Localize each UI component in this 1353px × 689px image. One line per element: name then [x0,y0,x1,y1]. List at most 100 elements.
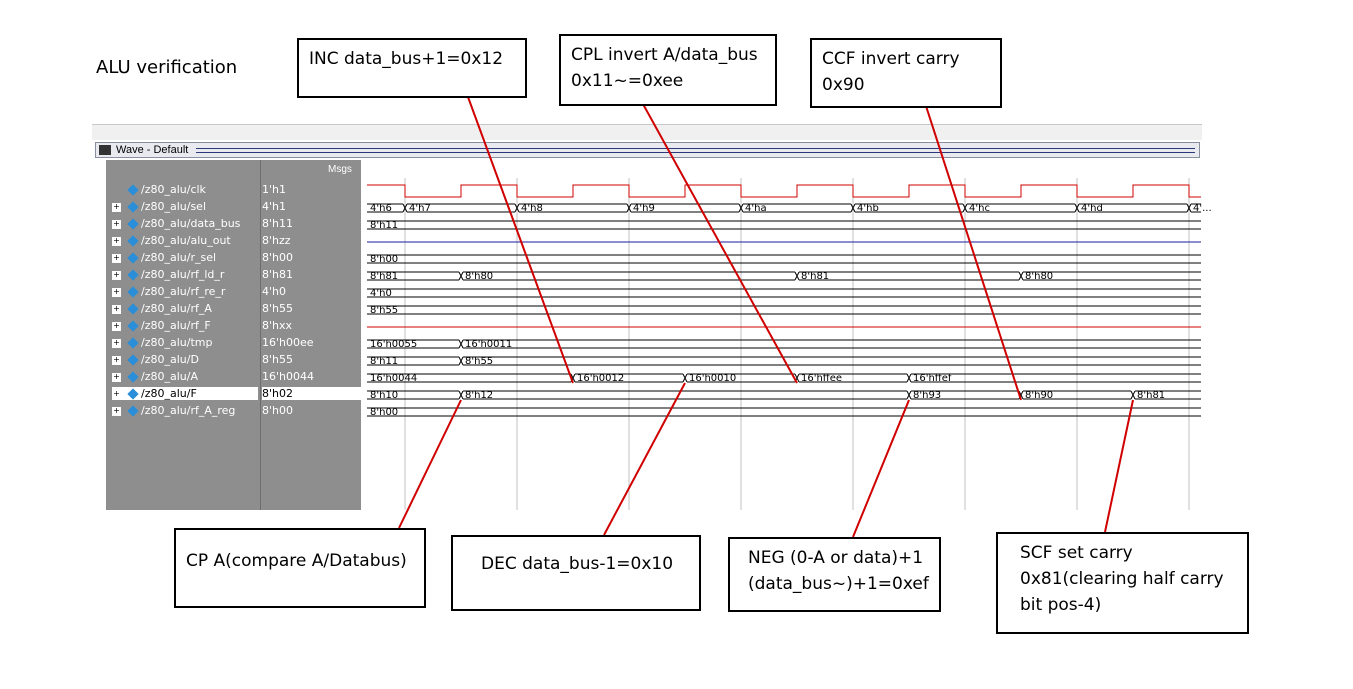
signal-name-D[interactable]: +/z80_alu/D [112,353,199,366]
signal-path: /z80_alu/rf_ld_r [141,268,225,281]
f-wave-edge [1130,390,1136,400]
signal-name-tmp[interactable]: + /z80_alu/tmp [112,336,212,349]
expand-icon[interactable]: + [112,303,121,314]
d-wave-label: 8'h55 [465,356,493,367]
expand-icon[interactable]: + [112,201,121,212]
sel-wave-edge [514,203,520,213]
d-wave-label: 8'h11 [370,356,398,367]
f-wave-label: 8'h12 [465,390,493,401]
annotation-cp: CP A(compare A/Databus) [174,528,426,608]
sel-wave-edge [962,203,968,213]
rf-ld-r-wave-edge [1018,271,1024,281]
signal-value-clk: 1'h1 [262,183,286,196]
annotation-dec: DEC data_bus-1=0x10 [451,535,701,611]
expand-icon[interactable]: + [112,218,121,229]
signal-value-rf_ld_r: 8'h81 [262,268,293,281]
sel-wave-label: 4'hd [1081,203,1103,214]
f-wave-label: 8'h90 [1025,390,1053,401]
expand-icon[interactable]: + [112,235,121,246]
signal-name-clk[interactable]: /z80_alu/clk [112,183,206,196]
signal-name-rf_A[interactable]: + /z80_alu/rf_A [112,302,212,315]
rf-a-wave-label: 8'h55 [370,305,398,316]
sel-wave-edge [738,203,744,213]
signal-path: /z80_alu/clk [141,183,206,196]
signal-value-D: 8'h55 [262,353,293,366]
signal-value-pane [260,160,361,510]
expand-icon[interactable]: + [112,354,121,365]
pointer-scf [1104,399,1134,533]
pointer-inc [467,96,574,384]
annotation-scf: SCF set carry 0x81(clearing half carry b… [996,532,1249,634]
r-sel-wave-label: 8'h00 [370,254,398,265]
tmp-wave-label: 16'h0011 [465,339,512,350]
signal-name-alu_out[interactable]: + /z80_alu/alu_out [112,234,231,247]
signal-name-data_bus[interactable]: + /z80_alu/data_bus [112,217,240,230]
a-wave-label: 16'hffef [913,373,952,384]
signal-name-A[interactable]: + /z80_alu/A [112,370,198,383]
expand-icon[interactable]: + [112,388,121,399]
f-wave-edge [906,390,912,400]
rf-ld-r-wave-label: 8'h81 [370,271,398,282]
tmp-wave-edge [458,339,464,349]
signal-name-sel[interactable]: +/z80_alu/sel [112,200,206,213]
wave-window-title: Wave - Default [116,144,189,156]
signal-path: /z80_alu/alu_out [141,234,231,247]
rf-ld-r-wave-label: 8'h81 [801,271,829,282]
signal-value-alu_out: 8'hzz [262,234,291,247]
value-column-header: Msgs [328,164,352,175]
signal-path: /z80_alu/tmp [141,336,213,349]
sel-wave-label: 4'ha [745,203,767,214]
clk-wave [367,184,1201,198]
signal-name-rf_re_r[interactable]: + /z80_alu/rf_re_r [112,285,225,298]
page-title: ALU verification [96,57,238,78]
signal-name-rf_F[interactable]: + /z80_alu/rf_F [112,319,211,332]
sel-wave-label: 4'h6 [370,203,392,214]
sel-wave-label: 4'h7 [409,203,431,214]
a-wave-label: 16'h0044 [370,373,417,384]
signal-path: /z80_alu/F [141,387,197,400]
expand-icon[interactable]: + [112,371,121,382]
sel-wave-edge [1186,203,1192,213]
a-wave-edge [682,373,688,383]
signal-path: /z80_alu/rf_A_reg [141,404,236,417]
signal-path: /z80_alu/rf_re_r [141,285,226,298]
data-bus-wave-label: 8'h11 [370,220,398,231]
signal-name-rf_ld_r[interactable]: + /z80_alu/rf_ld_r [112,268,224,281]
signal-path: /z80_alu/rf_F [141,319,211,332]
expand-icon[interactable]: + [112,405,121,416]
sel-wave-edge [402,203,408,213]
signal-path: /z80_alu/data_bus [141,217,241,230]
signal-value-data_bus: 8'h11 [262,217,293,230]
sel-wave-label: 4'h9 [633,203,655,214]
expand-icon[interactable]: + [112,269,121,280]
a-wave-label: 16'hffee [801,373,842,384]
wave-window-titlebar[interactable]: Wave - Default [95,142,1200,158]
signal-value-r_sel: 8'h00 [262,251,293,264]
sel-wave-label: 4'hc [969,203,990,214]
signal-name-F[interactable]: + /z80_alu/F [112,387,258,400]
expand-icon[interactable]: + [112,252,121,263]
signal-name-pane [106,160,260,510]
signal-name-r_sel[interactable]: +/z80_alu/r_sel [112,251,216,264]
expand-icon[interactable]: + [112,320,121,331]
pointer-ccf [925,105,1022,401]
annotation-cpl: CPL invert A/data_bus 0x11~=0xee [559,34,777,106]
pointer-dec [603,382,686,536]
sel-wave-edge [626,203,632,213]
rf-ld-r-wave-edge [794,271,800,281]
signal-name-rf_A_reg[interactable]: + /z80_alu/rf_A_reg [112,404,235,417]
signal-path: /z80_alu/rf_A [141,302,212,315]
rf-ld-r-wave-label: 8'h80 [1025,271,1053,282]
signal-value-rf_re_r: 4'h0 [262,285,286,298]
annotation-ccf: CCF invert carry 0x90 [810,38,1002,108]
expand-icon[interactable]: + [112,286,121,297]
pointer-neg [852,399,910,538]
d-wave-edge [458,356,464,366]
expand-icon[interactable]: + [112,337,121,348]
pointer-cp [398,399,462,529]
signal-value-rf_F: 8'hxx [262,319,293,332]
signal-value-rf_A: 8'h55 [262,302,293,315]
signal-path: /z80_alu/A [141,370,198,383]
rf-ld-r-wave-label: 8'h80 [465,271,493,282]
